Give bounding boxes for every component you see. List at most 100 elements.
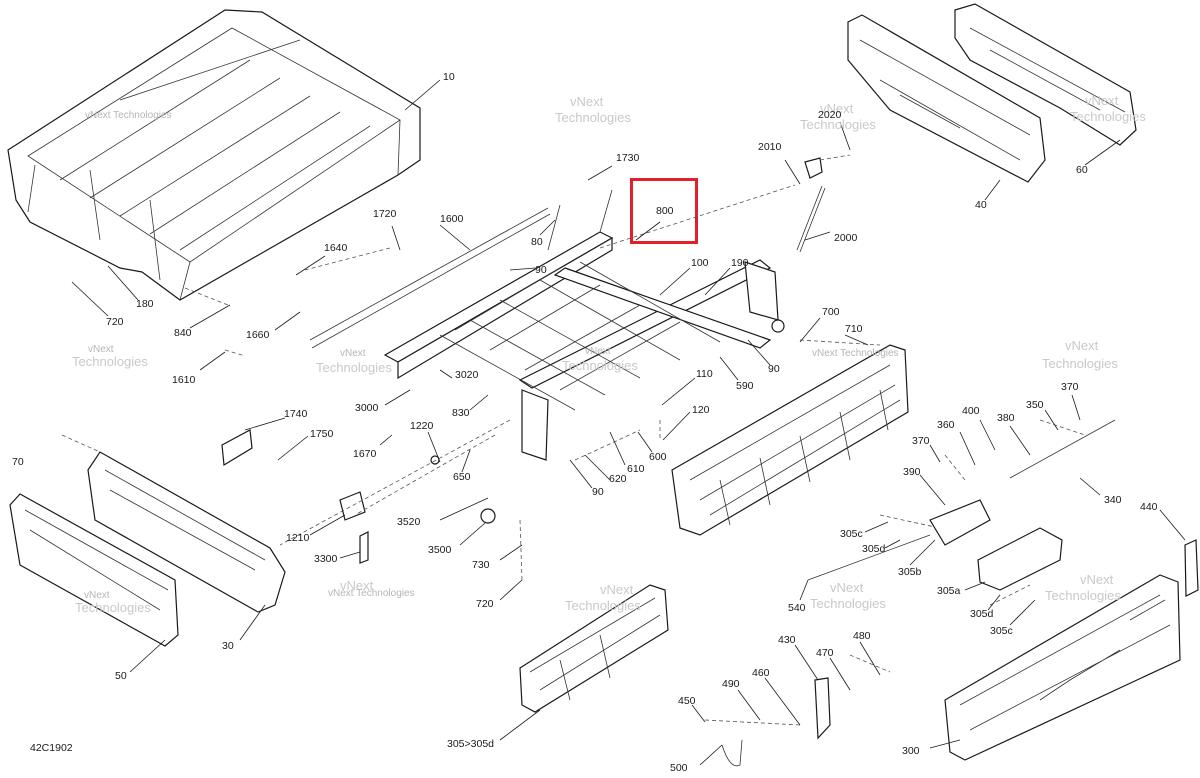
callout-label: 110 <box>696 368 713 380</box>
watermark-text: Technologies <box>316 360 392 375</box>
watermark-text: Technologies <box>1070 109 1146 124</box>
callout-label: 1610 <box>172 374 196 386</box>
callout-800-highlight-box <box>630 178 698 244</box>
callout-label: 305d <box>970 608 994 620</box>
callout-label: 80 <box>531 236 543 248</box>
watermarks: vNext Technologies vNext Technologies vN… <box>72 93 1146 615</box>
watermark-text: Technologies <box>1042 356 1118 371</box>
callout-label: 440 <box>1140 501 1158 513</box>
callout-label: 590 <box>736 380 754 392</box>
callout-label: 610 <box>627 463 645 475</box>
cable-540 <box>807 534 931 581</box>
watermark-text: Technologies <box>75 600 151 615</box>
watermark-text: Technologies <box>555 110 631 125</box>
callout-label: 1740 <box>284 408 308 420</box>
gas-strut-2000 <box>796 185 826 253</box>
rod-340 <box>1009 419 1116 479</box>
callout-label: 390 <box>903 466 921 478</box>
callout-label: 3000 <box>355 402 379 414</box>
diagram-code: 42C1902 <box>30 742 73 754</box>
callout-label: 3300 <box>314 553 338 565</box>
bracket-1740 <box>221 429 253 467</box>
watermark-text: vNext <box>340 348 366 359</box>
callout-label: 1220 <box>410 420 434 432</box>
callout-label: 305c <box>840 528 863 540</box>
callout-label: 2020 <box>818 109 842 121</box>
callout-label: 10 <box>443 71 455 83</box>
tailgate-inner-305 <box>519 584 669 713</box>
callout-label: 370 <box>1061 381 1079 393</box>
callout-label: 460 <box>752 667 770 679</box>
callout-label: 1640 <box>324 242 348 254</box>
callout-label: 1730 <box>616 152 640 164</box>
main-frame <box>383 189 779 461</box>
callout-label: 720 <box>476 598 494 610</box>
callout-label: 490 <box>722 678 740 690</box>
callout-label: 3520 <box>397 516 421 528</box>
callout-label: 90 <box>768 363 780 375</box>
callout-label: 100 <box>691 257 709 269</box>
watermark-text: vNext <box>820 101 854 116</box>
cargo-box <box>7 9 421 301</box>
callout-label: 1600 <box>440 213 464 225</box>
watermark-text: vNext <box>88 344 114 355</box>
callout-label: 450 <box>678 695 696 707</box>
watermark-text: vNext <box>570 94 604 109</box>
watermark-text: Technologies <box>810 596 886 611</box>
callout-label: 2010 <box>758 141 782 153</box>
watermark-text: vNext <box>84 590 110 601</box>
watermark-text: vNext <box>585 346 611 357</box>
callout-label: 700 <box>822 306 840 318</box>
watermark-text: vNext Technologies <box>328 588 415 599</box>
watermark-text: Technologies <box>562 358 638 373</box>
side-panel-30 <box>87 451 286 613</box>
callout-label: 380 <box>997 412 1015 424</box>
callout-label: 305a <box>937 585 961 597</box>
watermark-text: Technologies <box>565 598 641 613</box>
callout-label: 305d <box>862 543 886 555</box>
watermark-text: vNext <box>600 582 634 597</box>
callout-label: 1210 <box>286 532 310 544</box>
watermark-text: vNext <box>1065 338 1099 353</box>
bracket-440 <box>1184 539 1199 597</box>
callout-label: 370 <box>912 435 930 447</box>
plate-3300 <box>359 531 369 564</box>
callout-label: 500 <box>670 762 688 774</box>
side-panel-50 <box>9 493 179 647</box>
knob-190 <box>771 319 785 333</box>
callout-label: 720 <box>106 316 124 328</box>
watermark-text: Technologies <box>72 354 148 369</box>
callout-label: 480 <box>853 630 871 642</box>
latch-305b <box>929 499 991 546</box>
rod-1600 <box>309 207 551 349</box>
watermark-text: Technologies <box>1045 588 1121 603</box>
callout-label: 1660 <box>246 329 270 341</box>
callout-label: 620 <box>609 473 627 485</box>
side-panel-60 <box>954 3 1137 146</box>
callout-label: 305b <box>898 566 922 578</box>
callout-label: 600 <box>649 451 667 463</box>
callout-labels: 10 180 720 840 1600 1720 1640 1660 1610 … <box>12 71 1158 774</box>
leader-lines <box>71 79 1186 766</box>
callout-label: 1720 <box>373 208 397 220</box>
callout-label: 400 <box>962 405 980 417</box>
callout-label: 120 <box>692 404 710 416</box>
callout-label: 350 <box>1026 399 1044 411</box>
watermark-text: Technologies <box>800 117 876 132</box>
callout-label: 710 <box>845 323 863 335</box>
callout-label: 540 <box>788 602 806 614</box>
strap-500 <box>721 739 743 767</box>
callout-label: 90 <box>535 264 547 276</box>
callout-label: 340 <box>1104 494 1122 506</box>
callout-label: 90 <box>592 486 604 498</box>
cap-3500 <box>480 508 496 524</box>
callout-label: 360 <box>937 419 955 431</box>
callout-label: 840 <box>174 327 192 339</box>
bracket-430 <box>814 677 831 740</box>
callout-label: 180 <box>136 298 154 310</box>
hinge-2020 <box>804 157 823 179</box>
callout-label: 1670 <box>353 448 377 460</box>
callout-label: 60 <box>1076 164 1088 176</box>
callout-label: 430 <box>778 634 796 646</box>
